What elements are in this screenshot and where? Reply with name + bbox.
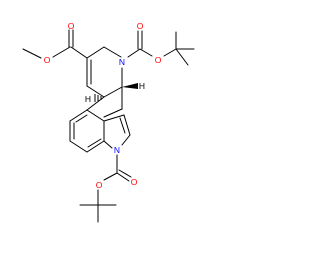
bond-tbu1-me-down <box>175 48 189 66</box>
bond-boc1-o-tbu <box>163 48 177 57</box>
atom-label-boc2-ether-o: O <box>96 180 103 190</box>
bond-c11-c16 <box>86 109 105 122</box>
atom-label-stereo-h-right: H <box>139 81 145 91</box>
atom-labels: O O N O O H H N O O <box>44 21 162 190</box>
bond-c11-c12-inner <box>75 114 88 123</box>
hash-bond-c10-h <box>94 94 102 102</box>
bond-boc1-c-o <box>139 48 153 57</box>
bond-c13-c14 <box>69 140 88 153</box>
bond-c7-n6 <box>103 46 122 58</box>
bond-boc2-co-b <box>118 169 132 178</box>
atom-label-boc1-ether-o: O <box>155 55 162 65</box>
bond-methyl-o <box>22 48 42 59</box>
bond-c14-c15 <box>86 140 105 153</box>
bond-c14-c15-inner <box>87 138 102 148</box>
bond-boc2-c-o <box>103 172 118 181</box>
atom-label-boc2-carbonyl-o: O <box>131 177 138 187</box>
wedge-bond-c5-h <box>122 83 138 89</box>
bond-boc2-co-a <box>116 172 130 182</box>
atom-label-boc1-carbonyl-o: O <box>137 21 144 31</box>
bond-lines <box>22 29 195 223</box>
atom-label-stereo-h-left: H <box>85 94 91 104</box>
atom-label-ester-ether-o: O <box>44 55 51 65</box>
atom-label-indole-n: N <box>114 145 120 155</box>
bond-c3-c2-b <box>119 117 126 134</box>
stereo-bonds <box>94 83 138 102</box>
bond-c5-c10 <box>103 86 123 98</box>
bond-n1-c15 <box>103 140 113 149</box>
bond-c10-c9 <box>86 85 105 98</box>
atom-label-ester-carbonyl-o: O <box>68 21 75 31</box>
bond-c11-c12-a <box>69 109 88 122</box>
molecule-structure: O O N O O H H N O O <box>22 21 195 223</box>
bond-carbonyl-c-ring <box>70 46 88 59</box>
bond-c2-n1 <box>121 134 131 146</box>
atom-label-piperidine-n: N <box>119 57 125 67</box>
bond-c3-c2-a <box>123 114 131 136</box>
bond-n6-boc-c <box>127 48 141 58</box>
bond-c8-c7 <box>86 46 105 59</box>
bond-o-carbonyl-c <box>52 46 71 58</box>
bond-c4-c3 <box>103 108 123 118</box>
bond-c16-c3 <box>103 114 125 122</box>
